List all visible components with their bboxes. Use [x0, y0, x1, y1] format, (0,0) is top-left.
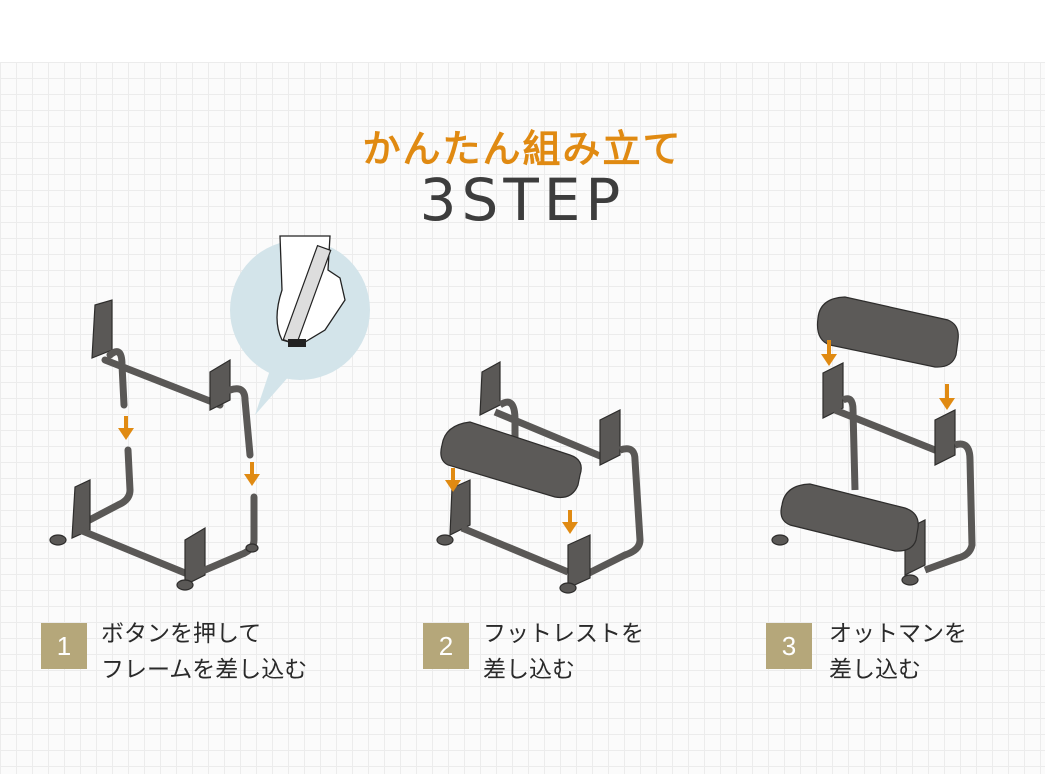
grid-background: [0, 62, 1045, 774]
button-press-callout: [230, 235, 370, 415]
down-arrow-icon: [445, 468, 578, 534]
step-3-badge: 3: [766, 623, 812, 669]
footrest-cushion: [440, 421, 582, 499]
step-2-text: フットレストを 差し込む: [483, 621, 644, 683]
down-arrow-icon: [821, 340, 955, 410]
step-2-badge: 2: [423, 623, 469, 669]
step-3-text: オットマンを 差し込む: [829, 621, 967, 683]
frame-assembly-illustration: [49, 235, 370, 591]
footrest-insert-illustration: [436, 360, 644, 594]
ottoman-insert-illustration: [771, 296, 976, 586]
ottoman-cushion: [816, 296, 959, 368]
title-jp: かんたん組み立て: [362, 127, 683, 171]
title-3step: 3STEP: [419, 166, 626, 234]
down-arrow-icon: [118, 416, 260, 486]
step-1-badge: 1: [41, 623, 87, 669]
step-1-text: ボタンを押して フレームを差し込む: [101, 621, 308, 683]
